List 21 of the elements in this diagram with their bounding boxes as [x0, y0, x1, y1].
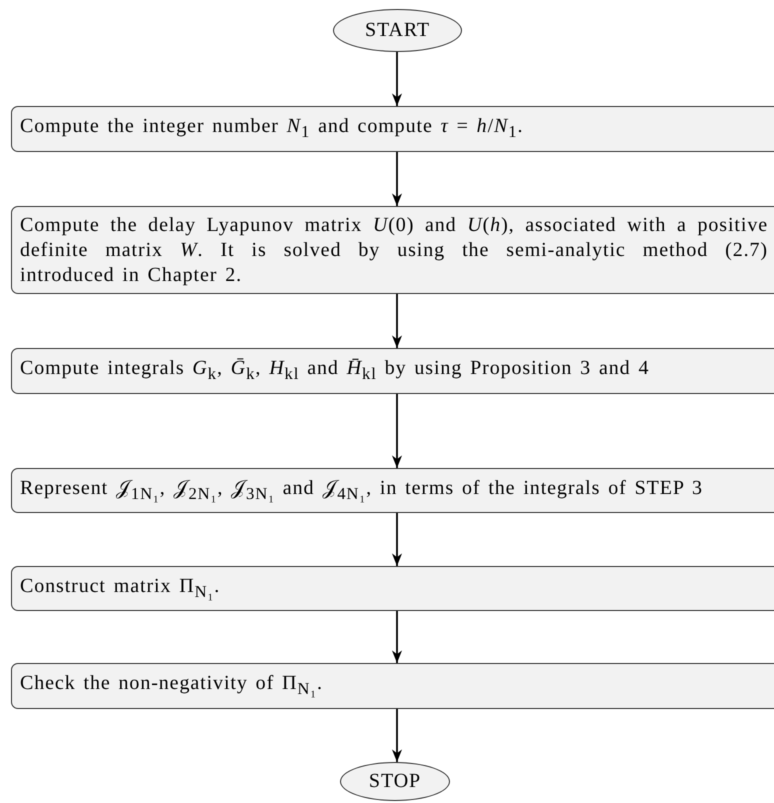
arrow: [392, 513, 402, 566]
arrow: [392, 611, 402, 663]
step-text: Construct matrix Π$_{N₁}$.: [20, 574, 222, 602]
process-box: [11, 206, 774, 294]
step-text: Compute the integer number N$_{1}$ and compute τ = h/N$_{1}$.: [20, 114, 524, 143]
arrow: [392, 152, 402, 206]
process-box: [11, 348, 774, 394]
step-text: START: [364, 18, 430, 43]
process-box: [11, 663, 774, 709]
step-text: Compute integrals G$_{k}$, Ḡ$_{k}$, H$_{kl}$ and H̄$_{kl}$ by using Proposition 3 and 4: [20, 356, 650, 385]
arrow: [392, 394, 402, 468]
arrow: [392, 52, 402, 106]
process-box: [11, 468, 774, 513]
arrow: [392, 709, 402, 762]
step-text: Compute the delay Lyapunov matrix U(0) and U(h), associated with a positive definite matrix W. It is solved by using the semi-analytic method (2.7) introduced in Chapter 2.: [20, 212, 768, 288]
process-box: [11, 106, 774, 152]
arrow: [392, 294, 402, 348]
process-box: [11, 566, 774, 611]
step-text: STOP: [368, 769, 422, 794]
step-text: Represent 𝒥$_{1N₁}$, 𝒥$_{2N₁}$, 𝒥$_{3N₁}$ and 𝒥$_{4N₁}$, in terms of the integrals of STEP 3: [20, 476, 704, 504]
step-text: Check the non-negativity of Π$_{N₁}$.: [20, 671, 324, 700]
